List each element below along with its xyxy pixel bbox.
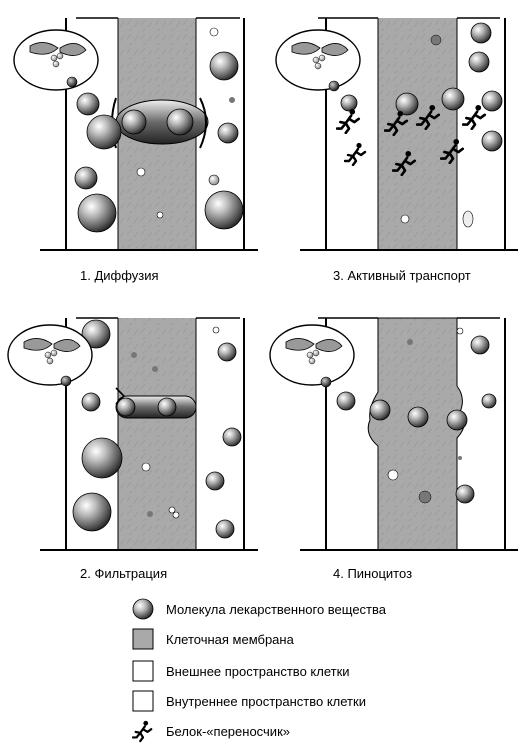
channel-pore xyxy=(115,395,197,419)
drug-molecule xyxy=(209,51,239,81)
magnifier-inset xyxy=(275,29,361,92)
legend-item-inner-space: Внутреннее пространство клетки xyxy=(132,688,366,714)
drug-molecule xyxy=(208,174,220,186)
panel-caption-active-transport: 3. Активный транспорт xyxy=(333,268,471,283)
outer-space-swatch-icon xyxy=(132,660,154,682)
panel-caption-pinocytosis: 4. Пиноцитоз xyxy=(333,566,413,581)
small-particle xyxy=(168,506,176,514)
cell-membrane xyxy=(118,318,196,550)
carrier-protein-icon xyxy=(344,142,367,166)
drug-molecule xyxy=(74,166,98,190)
magnifier-inset xyxy=(269,324,355,388)
inner-space-swatch-icon xyxy=(132,690,154,712)
small-particle xyxy=(147,511,153,517)
small-particle xyxy=(152,366,158,372)
legend-label: Внешнее пространство клетки xyxy=(166,663,350,679)
drug-molecule xyxy=(481,393,497,409)
legend-label: Клеточная мембрана xyxy=(166,631,294,647)
drug-molecule xyxy=(204,190,244,230)
small-particle xyxy=(462,210,474,228)
drug-molecule xyxy=(77,193,117,233)
membrane-swatch-icon xyxy=(132,628,154,650)
drug-molecule xyxy=(455,484,475,504)
drug-molecule xyxy=(369,399,391,421)
drug-molecule xyxy=(470,335,490,355)
legend-item-membrane: Клеточная мембрана xyxy=(132,626,294,652)
drug-molecule xyxy=(222,427,242,447)
legend-label: Молекула лекарственного вещества xyxy=(166,601,387,617)
drug-molecule xyxy=(481,130,503,152)
cell-membrane xyxy=(378,18,457,250)
drug-molecule xyxy=(395,92,419,116)
small-particle xyxy=(387,469,399,481)
legend-item-molecule: Молекула лекарственного вещества xyxy=(132,596,386,622)
drug-molecule xyxy=(157,397,177,417)
drug-molecule xyxy=(81,437,123,479)
drug-molecule xyxy=(205,471,225,491)
small-particle xyxy=(156,211,164,219)
small-particle xyxy=(430,34,442,46)
panel-caption-filtration: 2. Фильтрация xyxy=(80,566,168,581)
drug-molecule xyxy=(81,319,111,349)
small-particle xyxy=(407,339,413,345)
small-particle xyxy=(418,490,432,504)
drug-molecule xyxy=(468,51,490,73)
drug-molecule xyxy=(215,519,235,539)
drug-molecule xyxy=(81,392,101,412)
legend-item-outer-space: Внешнее пространство клетки xyxy=(132,658,350,684)
legend-label: Внутреннее пространство клетки xyxy=(166,693,366,709)
panel-caption-diffusion: 1. Диффузия xyxy=(80,268,159,283)
drug-molecule xyxy=(407,406,429,428)
small-particle xyxy=(456,327,464,335)
small-particle xyxy=(131,352,137,358)
drug-molecule xyxy=(340,94,358,112)
carrier-protein-icon xyxy=(132,720,154,743)
magnifier-inset xyxy=(13,29,99,91)
drug-molecule xyxy=(481,90,503,112)
small-particle xyxy=(400,214,410,224)
panel-active-transport xyxy=(275,17,518,251)
legend-item-carrier-protein: Белок-«переносчик» xyxy=(132,718,290,744)
drug-molecule xyxy=(86,114,122,150)
drug-molecule xyxy=(116,397,136,417)
molecule-icon xyxy=(132,598,154,620)
small-particle xyxy=(172,511,180,519)
magnifier-inset xyxy=(7,324,93,387)
drug-molecule xyxy=(217,122,239,144)
drug-molecule xyxy=(470,22,492,44)
drug-molecule xyxy=(217,342,237,362)
small-particle xyxy=(212,326,220,334)
drug-molecule xyxy=(121,109,147,135)
inner-space xyxy=(457,318,505,550)
panel-diffusion xyxy=(13,17,258,251)
drug-molecule xyxy=(72,492,112,532)
drug-molecule xyxy=(446,409,468,431)
legend-label: Белок-«переносчик» xyxy=(166,723,290,739)
panel-pinocytosis xyxy=(269,317,518,551)
small-particle xyxy=(458,456,462,460)
cell-membrane xyxy=(367,317,465,551)
drug-molecule xyxy=(76,92,100,116)
small-particle xyxy=(141,462,151,472)
small-particle xyxy=(229,97,235,103)
panel-filtration xyxy=(7,317,258,551)
drug-molecule xyxy=(336,391,356,411)
drug-molecule xyxy=(441,87,465,111)
drug-molecule xyxy=(166,108,194,136)
small-particle xyxy=(209,27,219,37)
small-particle xyxy=(136,167,146,177)
carrier-protein-icon xyxy=(336,108,361,134)
